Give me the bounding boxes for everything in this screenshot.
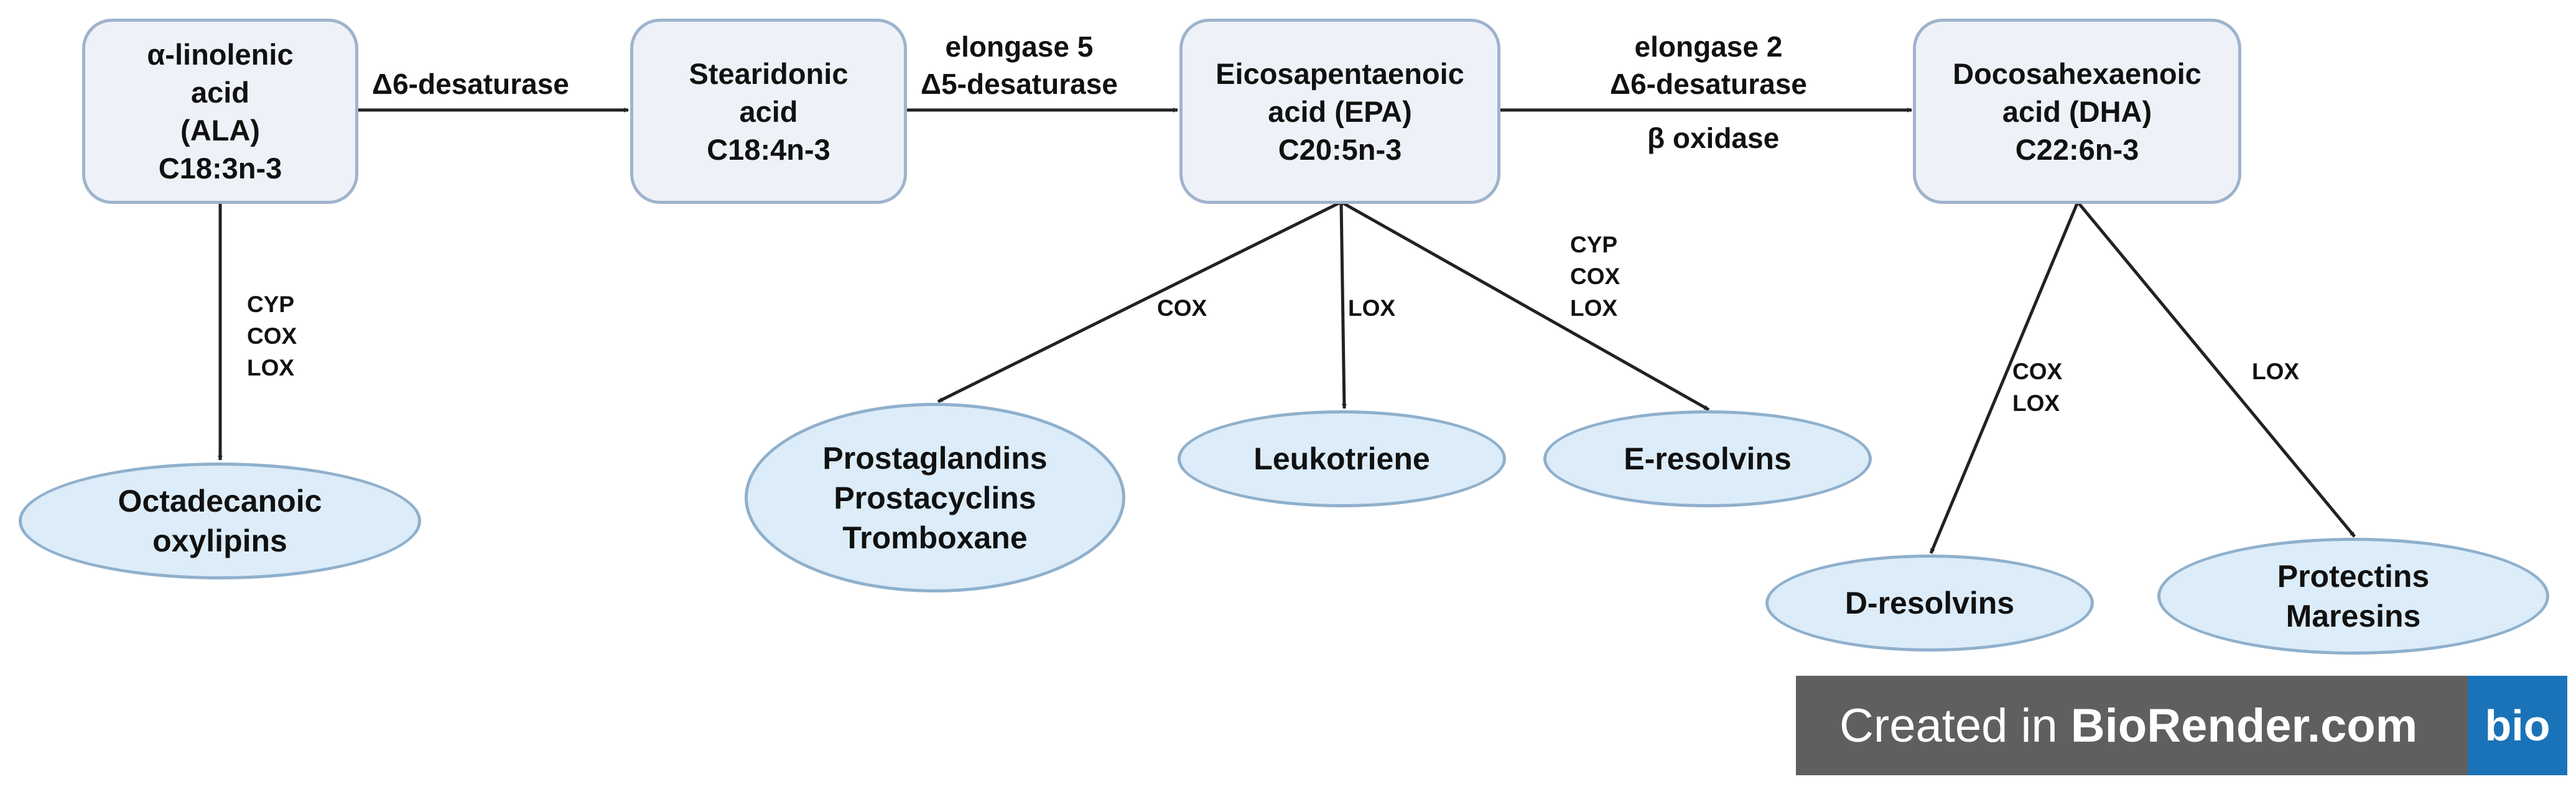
- label-epa-to-dha-bottom: β oxidase: [1647, 119, 1779, 157]
- label-dha-to-protectins: LOX: [2252, 356, 2299, 387]
- label-epa-to-leukotriene: LOX: [1348, 292, 1395, 324]
- label-line: LOX: [1348, 295, 1396, 321]
- label-line: CYP: [1570, 232, 1618, 257]
- label-line: elongase 2: [1634, 30, 1783, 63]
- product-line: Octadecanoic: [118, 484, 322, 518]
- node-dha: Docosahexaenoic acid (DHA) C22:6n-3: [1913, 19, 2241, 204]
- node-ala-line: α-linolenic: [147, 38, 294, 71]
- arrow-dha-to-d-resolvins: [1929, 201, 2080, 554]
- node-ala-line: C18:3n-3: [158, 152, 282, 185]
- node-ala-line: (ALA): [180, 114, 260, 147]
- arrow-epa-to-e-resolvins: [1340, 200, 1710, 412]
- product-line: oxylipins: [152, 523, 287, 558]
- label-line: LOX: [1570, 295, 1618, 321]
- node-ala: α-linolenic acid (ALA) C18:3n-3: [82, 19, 358, 204]
- badge-prefix: Created in: [1839, 699, 2071, 752]
- label-epa-to-e-resolvins: CYP COX LOX: [1570, 229, 1620, 324]
- label-sda-to-epa: elongase 5 Δ5-desaturase: [921, 28, 1118, 103]
- label-line: COX: [2012, 359, 2063, 384]
- product-line: Prostaglandins: [822, 440, 1048, 476]
- product-octadecanoic-oxylipins: Octadecanoic oxylipins: [19, 463, 421, 579]
- node-stearidonic-line: C18:4n-3: [707, 132, 830, 166]
- label-dha-to-d-resolvins: COX LOX: [2012, 356, 2062, 419]
- label-line: Δ6-desaturase: [372, 68, 569, 100]
- label-epa-to-prostaglandins: COX: [1157, 292, 1207, 324]
- product-e-resolvins: E-resolvins: [1543, 410, 1872, 507]
- badge-text: Created in BioRender.com: [1839, 699, 2417, 753]
- node-stearidonic-line: Stearidonic: [689, 57, 849, 90]
- product-line: Protectins: [2277, 559, 2430, 594]
- node-epa-line: acid (EPA): [1268, 94, 1412, 128]
- node-stearidonic-line: acid: [739, 94, 798, 128]
- arrow-epa-to-leukotriene: [1339, 201, 1347, 409]
- node-dha-line: Docosahexaenoic: [1953, 57, 2202, 90]
- node-epa-line: C20:5n-3: [1278, 132, 1402, 166]
- product-prostaglandins: Prostaglandins Prostacyclins Tromboxane: [745, 403, 1125, 592]
- product-line: Tromboxane: [842, 520, 1028, 555]
- node-ala-line: acid: [190, 76, 250, 109]
- node-dha-line: acid (DHA): [2002, 94, 2152, 128]
- product-line: D-resolvins: [1844, 586, 2015, 620]
- label-line: Δ6-desaturase: [1610, 68, 1807, 100]
- node-stearidonic: Stearidonic acid C18:4n-3: [630, 19, 907, 204]
- label-line: LOX: [2012, 390, 2060, 416]
- label-line: Δ5-desaturase: [921, 68, 1118, 100]
- product-line: Prostacyclins: [834, 480, 1036, 515]
- badge-brand: BioRender.com: [2070, 699, 2418, 752]
- label-line: COX: [1570, 264, 1620, 289]
- product-line: E-resolvins: [1624, 441, 1792, 476]
- node-dha-line: C22:6n-3: [2015, 132, 2139, 166]
- label-ala-to-sda: Δ6-desaturase: [372, 65, 569, 103]
- label-epa-to-dha-top: elongase 2 Δ6-desaturase: [1610, 28, 1807, 103]
- arrow-epa-to-prostaglandins: [937, 200, 1342, 403]
- label-line: CYP: [247, 292, 295, 317]
- label-line: COX: [1157, 295, 1207, 321]
- product-protectins-maresins: Protectins Maresins: [2157, 538, 2549, 655]
- label-line: COX: [247, 323, 297, 349]
- biorender-logo-icon: bio: [2468, 676, 2567, 775]
- label-line: LOX: [2252, 359, 2300, 384]
- label-line: β oxidase: [1647, 122, 1780, 154]
- product-leukotriene: Leukotriene: [1178, 410, 1506, 507]
- node-epa-line: Eicosapentaenoic: [1216, 57, 1464, 90]
- product-line: Leukotriene: [1253, 441, 1430, 476]
- label-line: LOX: [247, 355, 295, 380]
- product-d-resolvins: D-resolvins: [1765, 555, 2094, 652]
- biorender-badge[interactable]: Created in BioRender.com bio: [1796, 676, 2567, 775]
- label-line: elongase 5: [945, 30, 1094, 63]
- label-ala-to-octadecanoic: CYP COX LOX: [247, 288, 297, 384]
- node-epa: Eicosapentaenoic acid (EPA) C20:5n-3: [1179, 19, 1500, 204]
- product-line: Maresins: [2285, 599, 2421, 633]
- arrow-dha-to-protectins: [2076, 201, 2356, 538]
